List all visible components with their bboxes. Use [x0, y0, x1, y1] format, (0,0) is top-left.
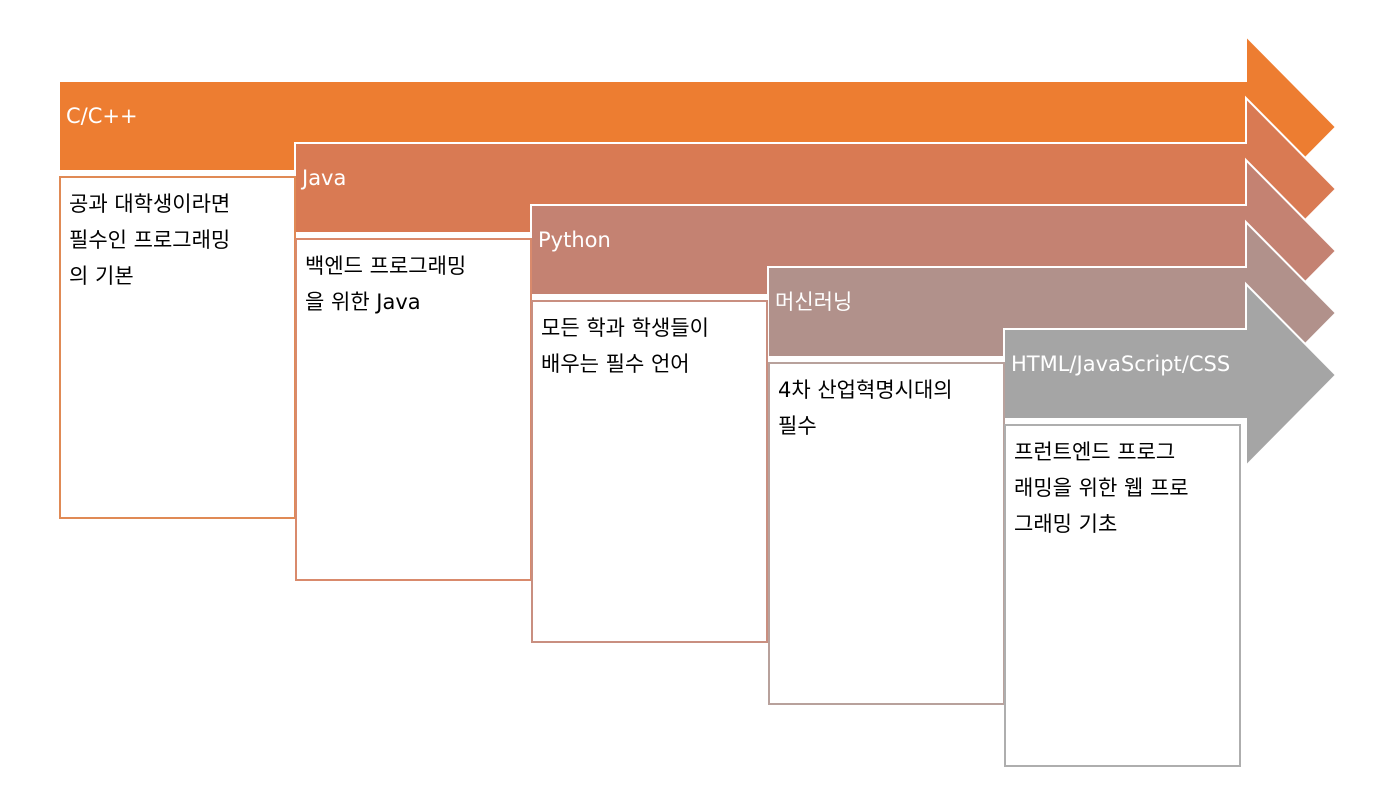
stage-4-title: 머신러닝 — [775, 290, 853, 314]
stage-5-arrow — [1003, 281, 1338, 469]
stage-1-description: 공과 대학생이라면 필수인 프로그래밍 의 기본 — [59, 176, 296, 519]
stage-4-description: 4차 산업혁명시대의 필수 — [768, 362, 1005, 705]
stage-1-title: C/C++ — [66, 104, 138, 128]
stage-2-description: 백엔드 프로그래밍 을 위한 Java — [295, 238, 532, 581]
stage-2-title: Java — [302, 166, 347, 190]
stage-5-title: HTML/JavaScript/CSS — [1011, 352, 1231, 376]
stage-5-description: 프런트엔드 프로그 래밍을 위한 웹 프로 그래밍 기초 — [1004, 424, 1241, 767]
stage-3-description: 모든 학과 학생들이 배우는 필수 언어 — [531, 300, 768, 643]
stage-3-title: Python — [538, 228, 611, 252]
